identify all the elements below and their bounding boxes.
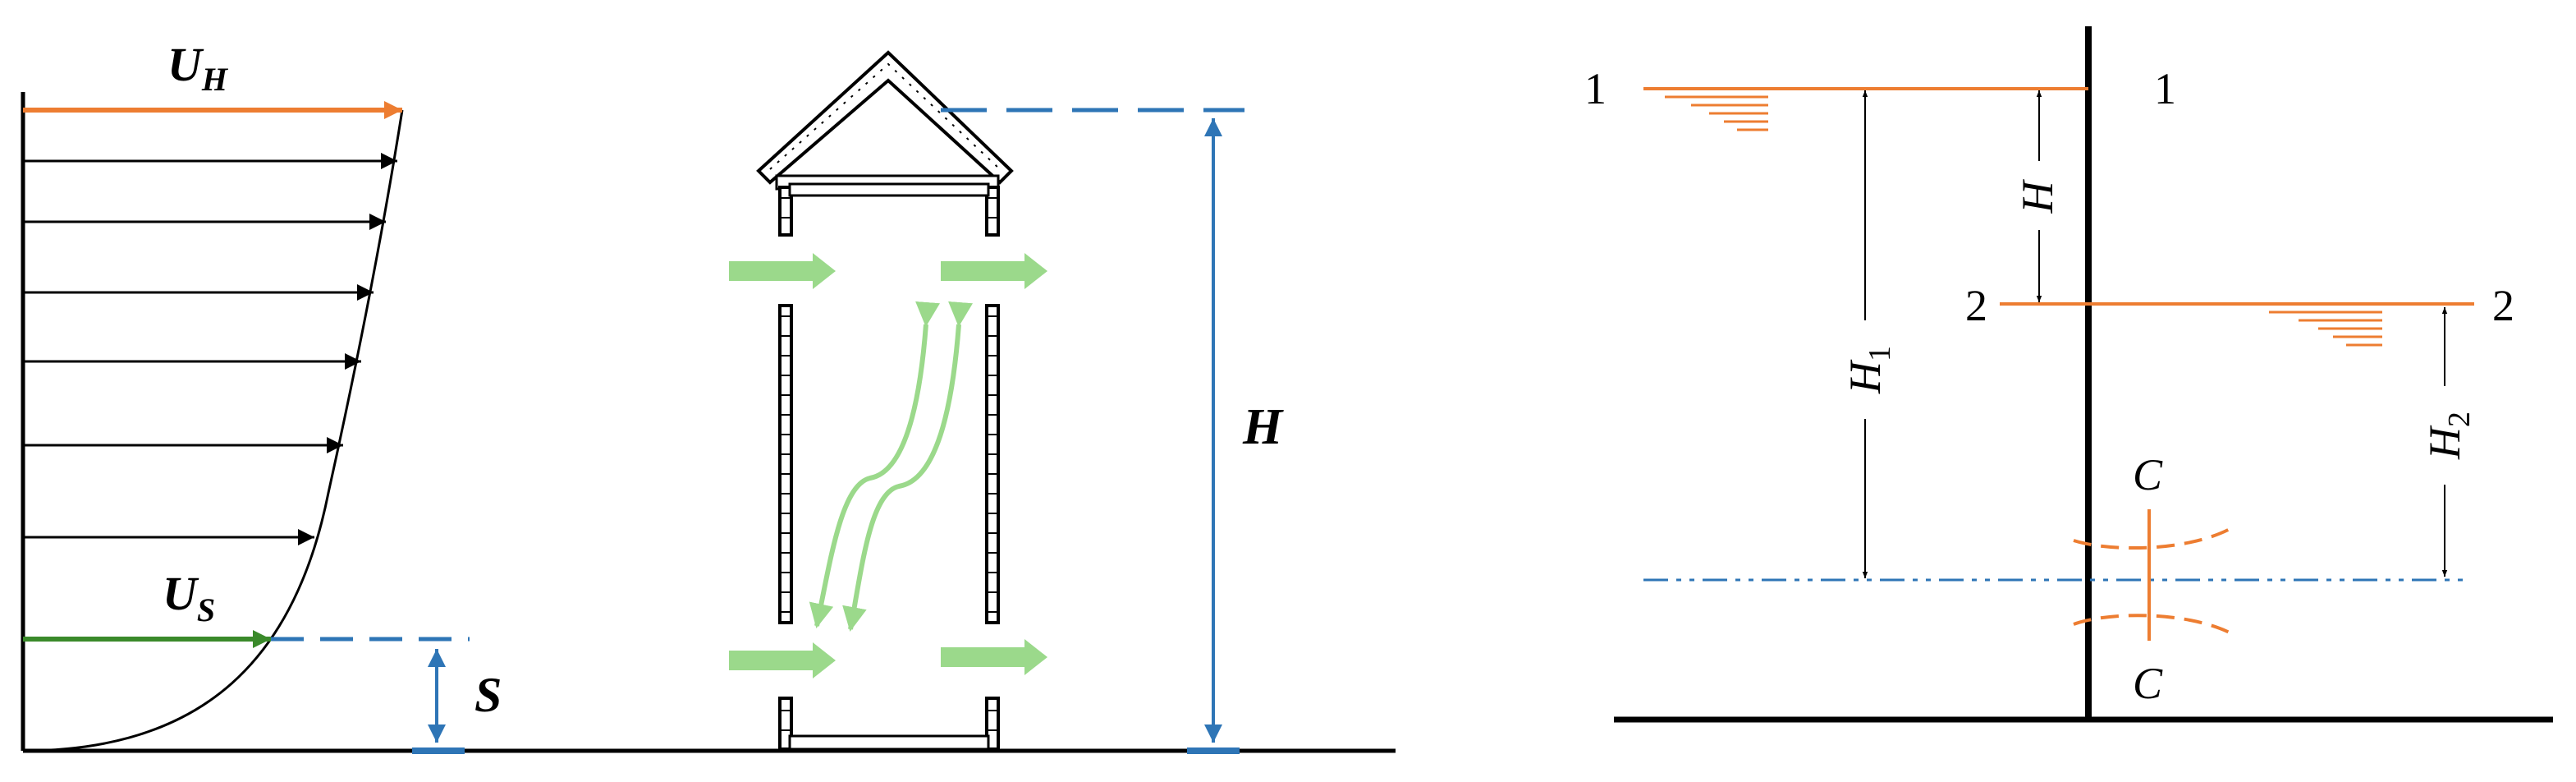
section-c-bottom-arc: [2073, 614, 2234, 636]
wind-profile-panel: UH US S: [21, 38, 1396, 754]
section-c-bottom-label: C: [2133, 659, 2163, 708]
chimney-walls: [778, 182, 1000, 751]
internal-flow-arrow: [842, 301, 974, 632]
airflow-arrow: [941, 253, 1047, 289]
chimney-internal-flow: [809, 301, 974, 632]
chimney-h-label: H: [1242, 399, 1284, 455]
weir-panel: H1 H H2 1 1 2 2 C C: [1584, 26, 2553, 723]
water-hatch-1: [1665, 95, 1768, 131]
h1-label: H1: [1840, 346, 1897, 394]
h-head-label: H: [2013, 179, 2062, 214]
h2-label: H2: [2420, 412, 2477, 460]
section-right-1: 1: [2154, 64, 2176, 113]
airflow-arrow: [729, 642, 836, 678]
chimney-roof: [756, 50, 1014, 191]
water-hatch-2: [2269, 310, 2382, 347]
velocity-profile-curve: [22, 109, 404, 752]
section-left-1: 1: [1584, 64, 1607, 113]
section-c: [2073, 509, 2234, 641]
section-c-top-label: C: [2133, 450, 2163, 499]
chimney-airflow: [729, 253, 1047, 678]
section-right-2: 2: [2492, 281, 2514, 330]
s-label: S: [474, 668, 502, 722]
airflow-arrow: [941, 639, 1047, 675]
section-c-top-arc: [2073, 526, 2234, 550]
internal-flow-arrow: [809, 301, 941, 628]
airflow-arrow: [729, 253, 836, 289]
uh-label: UH: [167, 38, 229, 98]
chimney-panel: H: [729, 50, 1284, 754]
section-left-2: 2: [1965, 281, 1987, 330]
us-label: US: [163, 567, 215, 628]
velocity-vectors: [23, 153, 397, 545]
